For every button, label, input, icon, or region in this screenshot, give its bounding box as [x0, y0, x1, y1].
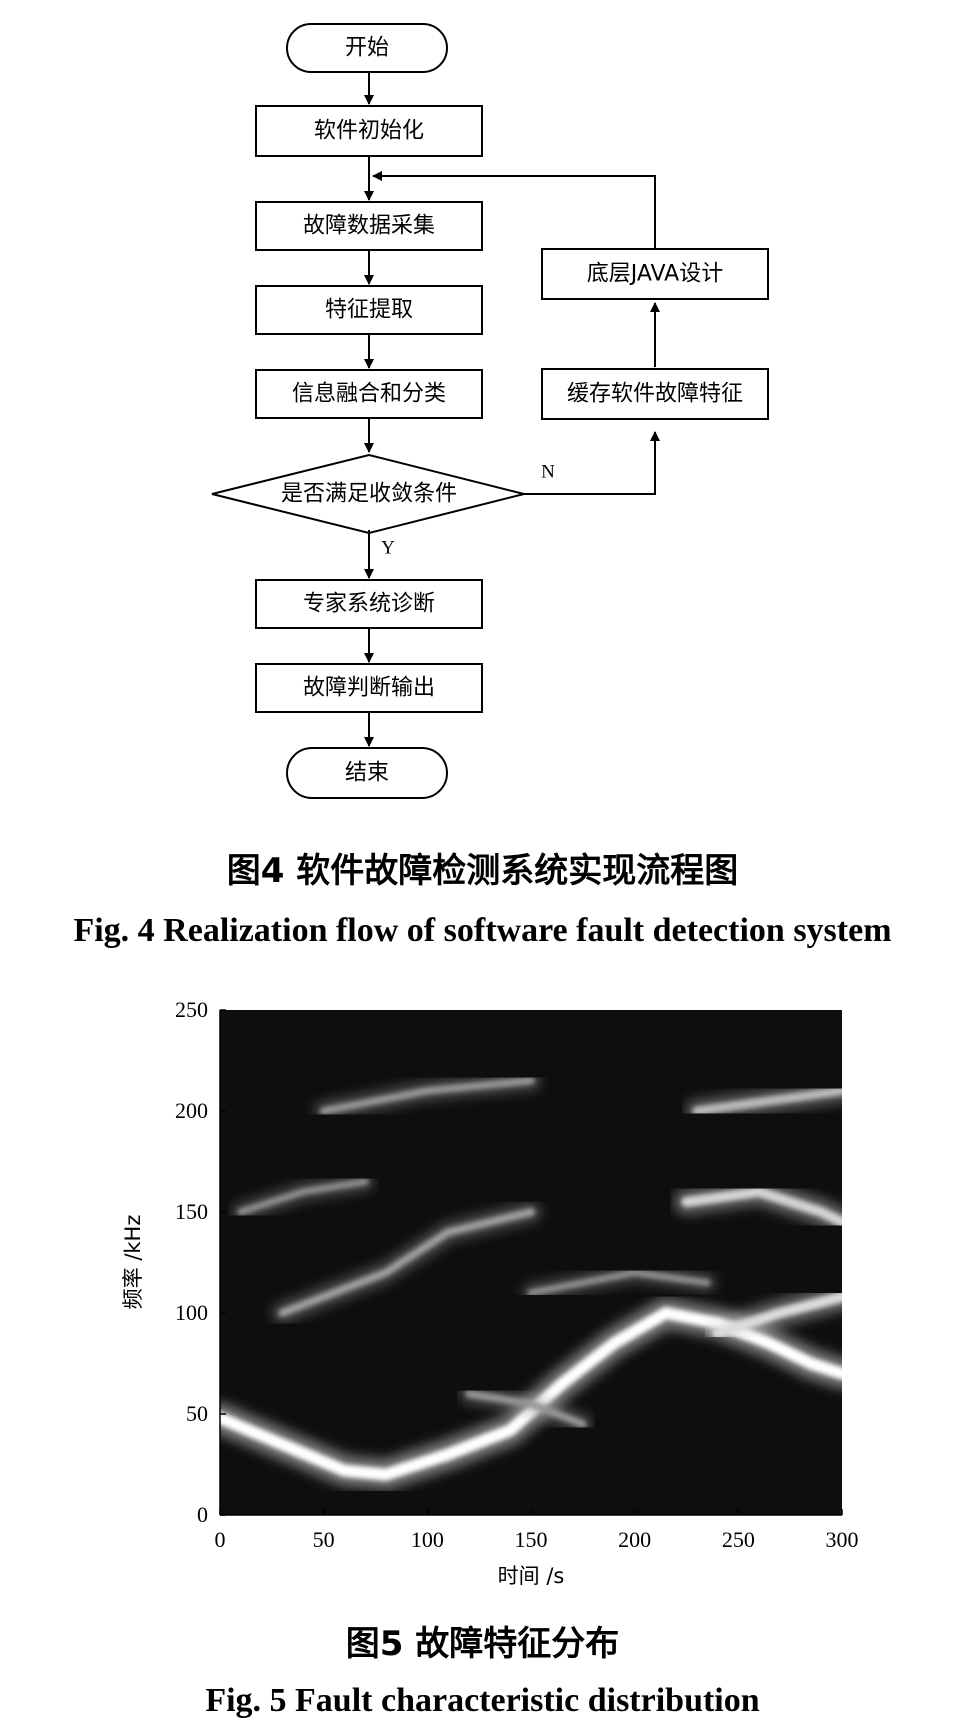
- ridge-6: [320, 1077, 535, 1115]
- java-label: 底层JAVA设计: [587, 262, 723, 287]
- expert-label: 专家系统诊断: [303, 592, 435, 617]
- x-tick-label-250: 250: [722, 1527, 755, 1552]
- ridge-2: [712, 1291, 842, 1339]
- collect-box: [255, 201, 483, 251]
- figure-4-caption-cn: 图4 软件故障检测系统实现流程图: [226, 851, 739, 891]
- decision-label: 是否满足收敛条件: [281, 482, 457, 507]
- collect-label: 故障数据采集: [303, 214, 435, 239]
- extract-label: 特征提取: [325, 298, 413, 323]
- x-tick-label-100: 100: [411, 1527, 444, 1552]
- figure-5-caption-en: Fig. 5 Fault characteristic distribution: [205, 1682, 760, 1719]
- start-label: 开始: [345, 36, 389, 61]
- ridge-4: [692, 1086, 842, 1116]
- y-tick-label-50: 50: [186, 1401, 208, 1426]
- end-label: 结束: [345, 761, 389, 786]
- extract-box: [255, 285, 483, 335]
- expert-box: [255, 579, 483, 629]
- figure-4-caption-en: Fig. 4 Realization flow of software faul…: [73, 912, 892, 949]
- x-tick-label-150: 150: [515, 1527, 548, 1552]
- ridge-5: [278, 1208, 535, 1317]
- x-tick-label-200: 200: [618, 1527, 651, 1552]
- output-label: 故障判断输出: [303, 676, 435, 701]
- fusion-label: 信息融合和分类: [292, 382, 446, 407]
- y-tick-layer: 0 50 100 150 200 250: [175, 997, 226, 1527]
- x-tick-label-300: 300: [826, 1527, 859, 1552]
- yes-label: Y: [381, 538, 395, 559]
- x-tick-label-0: 0: [215, 1527, 226, 1552]
- x-tick-layer: 0 50 100 150 200 250 300: [215, 1509, 859, 1552]
- y-tick-label-100: 100: [175, 1300, 208, 1325]
- arrow-decision-cache: [524, 431, 660, 495]
- java-box: [541, 248, 769, 300]
- arrow-java-collect: [372, 171, 656, 248]
- y-tick-label-200: 200: [175, 1098, 208, 1123]
- cache-box: [541, 368, 769, 420]
- x-tick-label-50: 50: [313, 1527, 335, 1552]
- output-box: [255, 663, 483, 713]
- ridge-1: [220, 1307, 842, 1481]
- decision-diamond: [211, 453, 525, 535]
- cache-label: 缓存软件故障特征: [567, 382, 743, 407]
- y-tick-label-0: 0: [197, 1502, 208, 1527]
- y-axis-label: 频率 /kHz: [121, 1215, 145, 1310]
- x-axis-label: 时间 /s: [498, 1564, 565, 1588]
- figure-5-caption-cn: 图5 故障特征分布: [345, 1624, 620, 1664]
- ridge-9: [527, 1269, 711, 1297]
- init-box: [255, 105, 483, 157]
- fusion-box: [255, 369, 483, 419]
- start-terminator: [286, 23, 448, 73]
- init-label: 软件初始化: [314, 119, 424, 144]
- ridge-7: [465, 1390, 587, 1428]
- spectrogram-figure-5: 0 50 100 150 200 250 300 0 50 100 150 200 250 时间 /s…: [121, 997, 859, 1588]
- end-terminator: [286, 747, 448, 799]
- y-tick-label-150: 150: [175, 1199, 208, 1224]
- ridge-3: [681, 1186, 842, 1228]
- y-tick-label-250: 250: [175, 997, 208, 1022]
- flowchart-figure-4: 开始 软件初始化 故障数据采集 特征提取 信息融合和分类 是否满足收敛条件 专家…: [211, 23, 769, 799]
- ridge-8: [237, 1178, 369, 1216]
- ridge-layer: [220, 1071, 842, 1490]
- no-label: N: [541, 462, 555, 483]
